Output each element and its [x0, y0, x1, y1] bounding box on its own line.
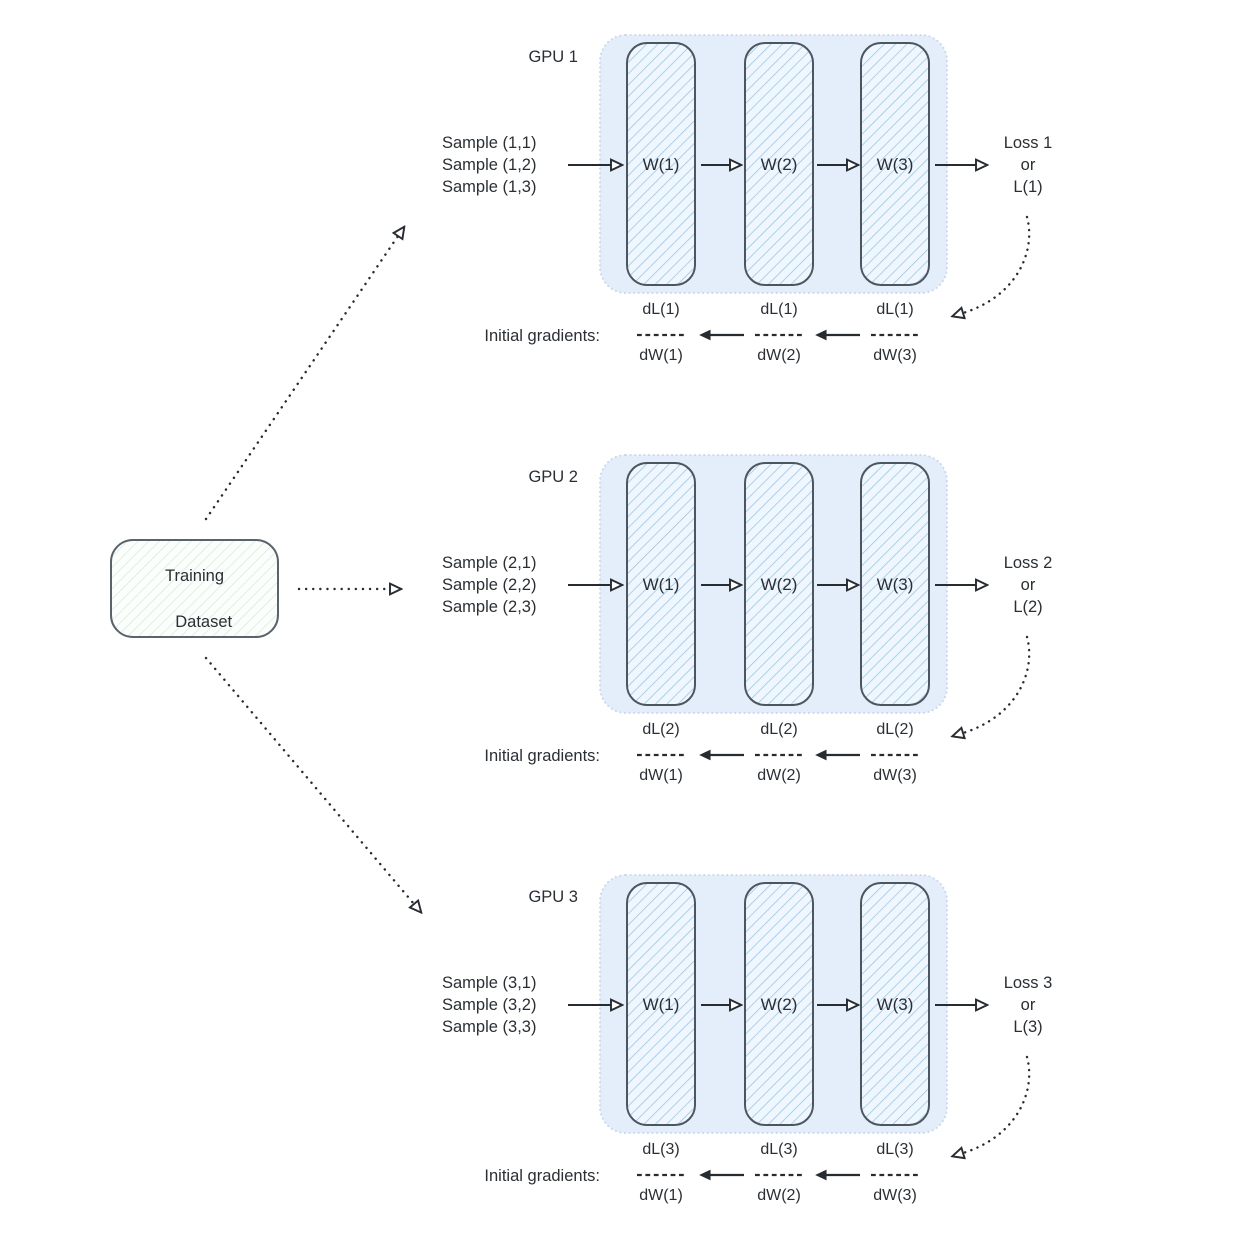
- gpu2-block: GPU 2 Sample (2,1)Sample (2,2)Sample (2,…: [0, 420, 1252, 840]
- sample-item: Sample (1,2): [442, 156, 537, 174]
- gradient-numerator-2: dL(3): [760, 1141, 798, 1158]
- sample-item: Sample (1,1): [442, 134, 537, 152]
- sample-item: Sample (2,1): [442, 554, 537, 572]
- gradient-denominator-3: dW(3): [873, 1187, 917, 1204]
- weight-label-3: W(3): [876, 575, 914, 594]
- gpu-label: GPU 2: [528, 468, 578, 486]
- dataset-line-2: Dataset: [175, 613, 233, 631]
- weight-label-2: W(2): [760, 155, 798, 174]
- gradient-numerator-1: dL(2): [642, 721, 680, 738]
- sample-item: Sample (2,3): [442, 598, 537, 616]
- gpu-label: GPU 1: [528, 48, 578, 66]
- weight-label-2: W(2): [760, 995, 798, 1014]
- weight-label-1: W(1): [642, 995, 680, 1014]
- dataset-line-1: Training: [165, 567, 224, 585]
- sample-item: Sample (2,2): [442, 576, 537, 594]
- gradient-numerator-3: dL(2): [876, 721, 914, 738]
- sample-list: Sample (2,1) Sample (2,2) Sample (2,3): [442, 552, 582, 618]
- sample-list: Sample (1,1) Sample (1,2) Sample (1,3): [442, 132, 582, 198]
- gradient-numerator-2: dL(1): [760, 301, 798, 318]
- weight-label-2: W(2): [760, 575, 798, 594]
- weight-label-1: W(1): [642, 155, 680, 174]
- weight-label-3: W(3): [876, 155, 914, 174]
- gradient-denominator-1: dW(1): [639, 767, 683, 784]
- gradient-denominator-2: dW(2): [757, 347, 801, 364]
- initial-gradients-label: Initial gradients:: [484, 747, 600, 765]
- gradient-numerator-3: dL(1): [876, 301, 914, 318]
- gradient-denominator-2: dW(2): [757, 1187, 801, 1204]
- sample-item: Sample (1,3): [442, 178, 537, 196]
- initial-gradients-label: Initial gradients:: [484, 327, 600, 345]
- gradient-numerator-1: dL(3): [642, 1141, 680, 1158]
- gpu-label: GPU 3: [528, 888, 578, 906]
- gradient-numerator-3: dL(3): [876, 1141, 914, 1158]
- weight-label-1: W(1): [642, 575, 680, 594]
- gradient-denominator-2: dW(2): [757, 767, 801, 784]
- sample-item: Sample (3,3): [442, 1018, 537, 1036]
- dataset-to-gpu1-dotted-arrow: [204, 236, 398, 521]
- gradient-denominator-1: dW(1): [639, 1187, 683, 1204]
- gradient-denominator-1: dW(1): [639, 347, 683, 364]
- gradient-numerator-1: dL(1): [642, 301, 680, 318]
- gradient-denominator-3: dW(3): [873, 347, 917, 364]
- sample-item: Sample (3,2): [442, 996, 537, 1014]
- gpu1-block: GPU 1 Sample (1,1)Sample (1,2)Sample (1,…: [0, 0, 1252, 420]
- gradient-numerator-2: dL(2): [760, 721, 798, 738]
- training-dataset-label: Training Dataset: [111, 565, 278, 634]
- initial-gradients-label: Initial gradients:: [484, 1167, 600, 1185]
- training-dataset-box: [110, 539, 279, 638]
- weight-label-3: W(3): [876, 995, 914, 1014]
- sample-item: Sample (3,1): [442, 974, 537, 992]
- gpu3-block: GPU 3 Sample (3,1)Sample (3,2)Sample (3,…: [0, 840, 1252, 1244]
- sample-list: Sample (3,1) Sample (3,2) Sample (3,3): [442, 972, 582, 1038]
- gradient-denominator-3: dW(3): [873, 767, 917, 784]
